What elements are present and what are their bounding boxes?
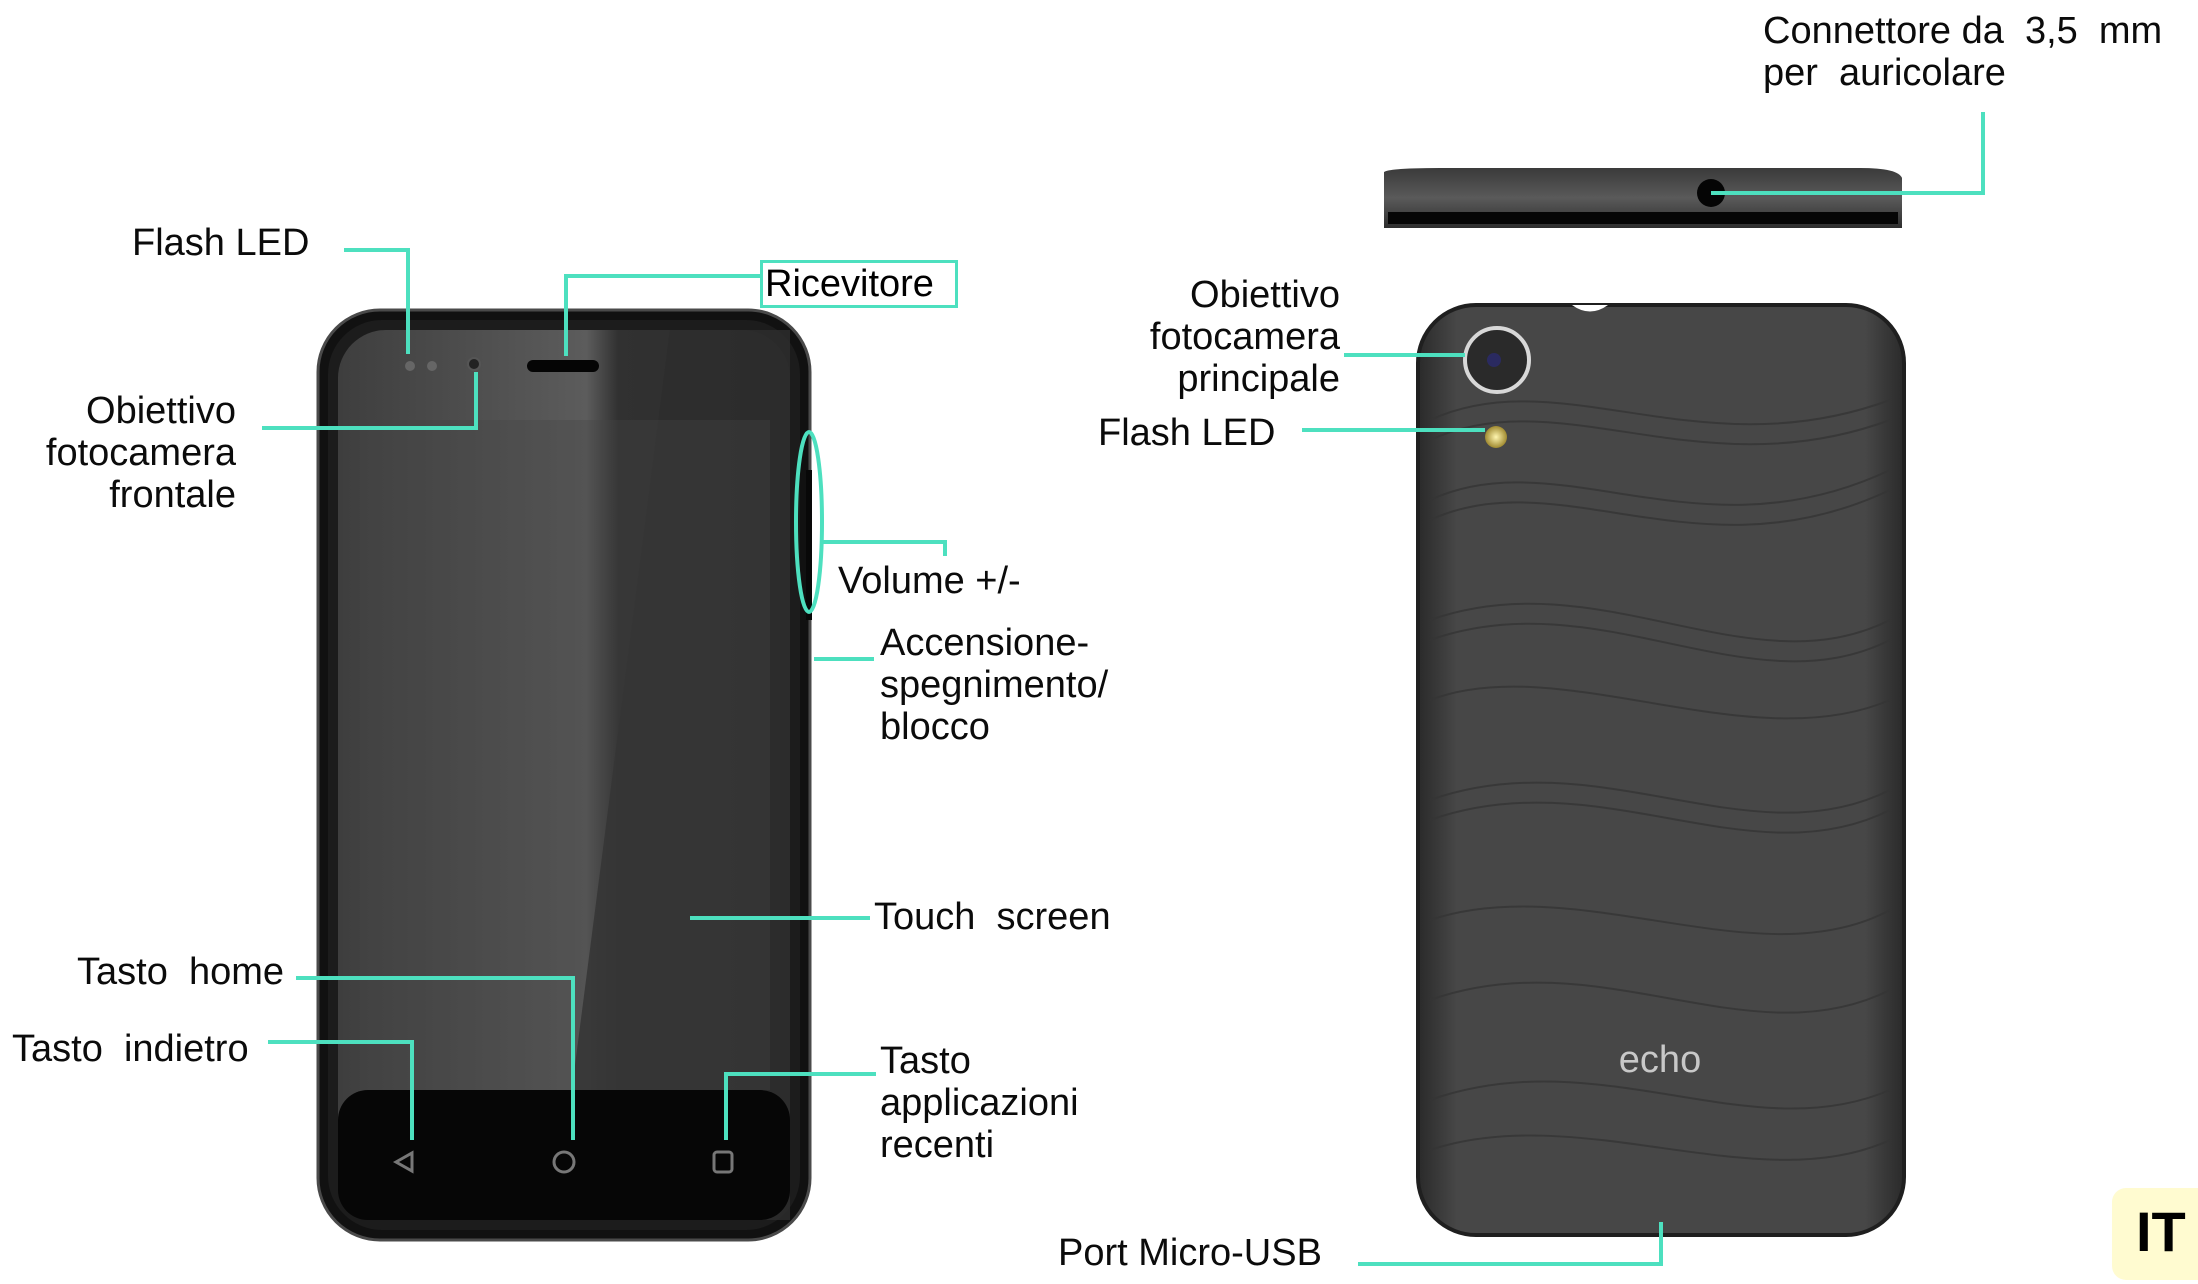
label-recent-apps-key: Tasto applicazioni recenti [880, 1040, 1079, 1166]
language-code: IT [2136, 1200, 2186, 1263]
brand-logo: echo [1619, 1039, 1701, 1081]
label-front-flash-led: Flash LED [132, 222, 310, 264]
label-micro-usb: Port Micro-USB [1058, 1232, 1322, 1274]
label-ricevitore-box: Ricevitore [760, 260, 958, 308]
label-volume: Volume +/- [838, 560, 1021, 602]
back-phone [1416, 303, 1906, 1237]
label-touch-screen: Touch screen [874, 896, 1111, 938]
callout-lines [262, 112, 1985, 1266]
label-home-key: Tasto home [77, 951, 284, 993]
back-triangle-icon [392, 1150, 414, 1174]
label-headphone-jack: Connettore da 3,5 mm per auricolare [1763, 10, 2163, 94]
top-edge-view [1384, 168, 1902, 228]
label-rear-flash-led: Flash LED [1098, 412, 1276, 454]
rear-flash-led [1485, 426, 1507, 448]
label-back-key: Tasto indietro [12, 1028, 249, 1070]
label-front-camera: Obiettivo fotocamera frontale [45, 390, 236, 516]
front-camera-lens [467, 357, 481, 371]
home-circle-icon [552, 1150, 576, 1174]
language-badge: IT [2112, 1188, 2198, 1280]
label-ricevitore: Ricevitore [765, 263, 934, 305]
label-main-camera: Obiettivo fotocamera principale [1149, 274, 1340, 400]
earpiece [527, 360, 599, 372]
front-phone [316, 308, 812, 1242]
label-power-lock: Accensione- spegnimento/ blocco [880, 622, 1109, 748]
sensor-dot [427, 361, 437, 371]
recent-square-icon [712, 1150, 734, 1174]
sensor-dot [405, 361, 415, 371]
